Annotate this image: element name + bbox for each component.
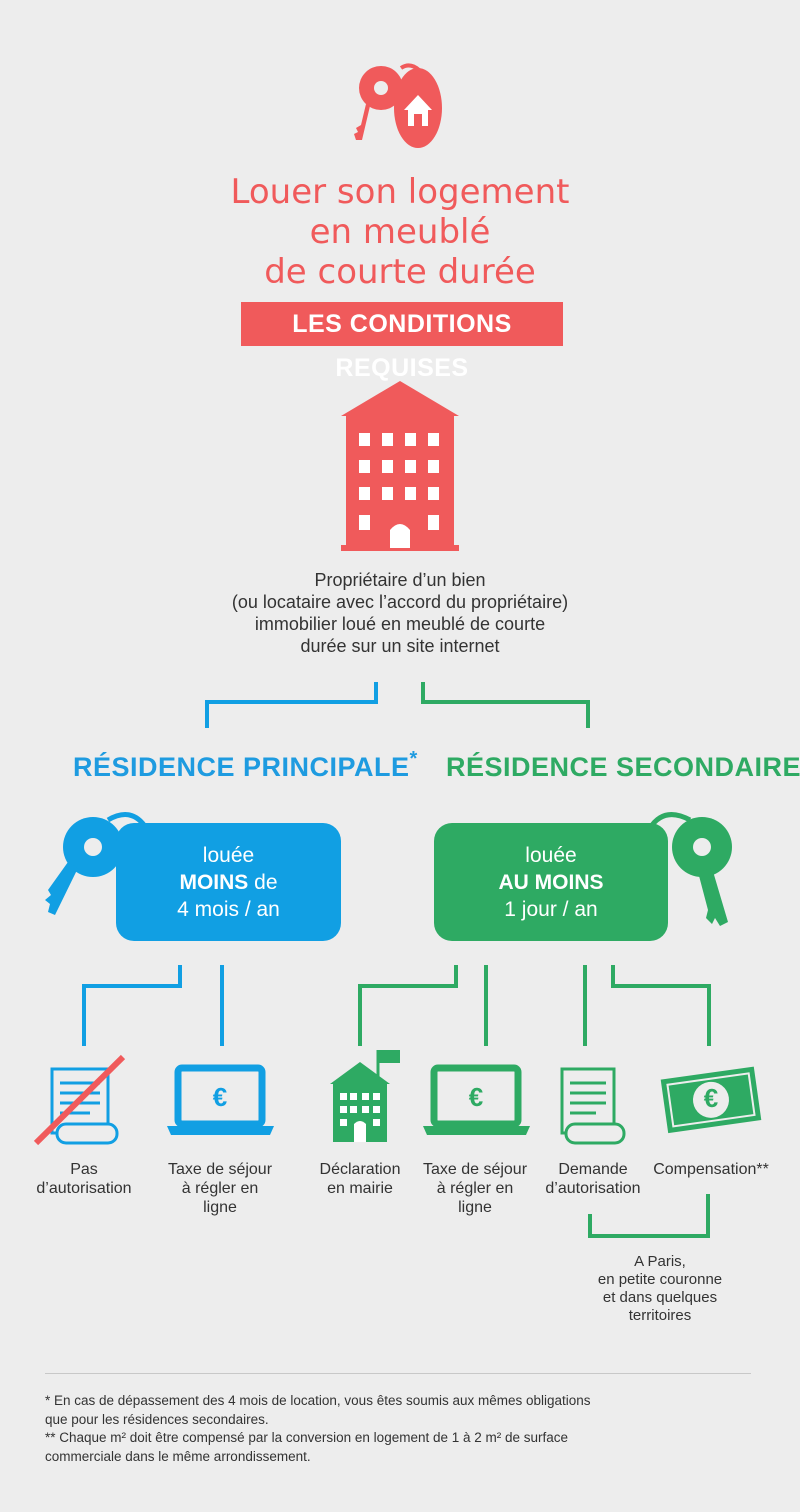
- heading-residence-principale: RÉSIDENCE PRINCIPALE*: [73, 748, 418, 783]
- owner-description: Propriétaire d’un bien (ou locataire ave…: [150, 569, 650, 657]
- crossed-document-icon: [33, 1054, 126, 1146]
- connector-compensation: [611, 965, 711, 1046]
- connector-declaration: [358, 965, 458, 1046]
- pill-secondaire-line-1: louée: [525, 843, 577, 867]
- label-compensation-line-1: Compensation**: [653, 1161, 769, 1178]
- green-laptop-icon: [423, 1064, 530, 1135]
- euro-symbol-secondaire: €: [468, 1082, 484, 1112]
- connector-pas-autorisation: [82, 965, 182, 1046]
- footnotes: * En cas de dépassement des 4 mois de lo…: [45, 1392, 755, 1466]
- green-key-icon: [646, 812, 732, 926]
- label-taxe-secondaire-line-1: Taxe de séjour: [422, 1161, 528, 1178]
- euro-symbol-banknote: €: [703, 1083, 719, 1113]
- connector-principal: [205, 682, 378, 728]
- pill-secondaire-bold: AU MOINS: [498, 870, 604, 894]
- label-demande-line-1: Demande: [558, 1161, 628, 1178]
- label-taxe-secondaire: Taxe de séjour à régler en ligne: [410, 1160, 540, 1217]
- document-request-icon: [560, 1067, 626, 1145]
- subtitle-banner: LES CONDITIONS REQUISES: [241, 302, 563, 382]
- footnote-divider: [45, 1373, 751, 1374]
- paris-note-line-1: A Paris,: [634, 1253, 686, 1270]
- banknote-icon: [660, 1066, 762, 1134]
- connector-secondaire: [421, 682, 590, 728]
- town-hall-icon: [330, 1050, 400, 1142]
- euro-symbol-principal: €: [212, 1082, 228, 1112]
- pill-secondaire-line-2: AU MOINS: [434, 869, 668, 896]
- label-pas-autorisation-line-1: Pas: [70, 1161, 98, 1178]
- blue-laptop-icon: [167, 1064, 274, 1135]
- apartment-building-icon: [341, 381, 459, 551]
- heading-principale-text: RÉSIDENCE PRINCIPALE: [73, 752, 410, 782]
- label-declaration-line-1: Déclaration: [319, 1161, 401, 1178]
- heading-residence-secondaire: RÉSIDENCE SECONDAIRE: [446, 752, 800, 782]
- footnote-1-line-1: * En cas de dépassement des 4 mois de lo…: [45, 1393, 591, 1408]
- paris-note-line-4: territoires: [628, 1307, 692, 1324]
- footnote-1-line-2: que pour les résidences secondaires.: [45, 1411, 269, 1427]
- paris-note-line-2: en petite couronne: [597, 1271, 723, 1288]
- owner-line-2: (ou locataire avec l’accord du propriéta…: [231, 592, 569, 612]
- label-demande-autorisation: Demande d’autorisation: [532, 1160, 654, 1198]
- pill-principale-bold: MOINS: [179, 870, 249, 894]
- label-taxe-principal-line-1: Taxe de séjour: [167, 1161, 273, 1178]
- owner-line-1: Propriétaire d’un bien: [314, 570, 486, 590]
- label-taxe-secondaire-line-2: à régler en: [436, 1180, 514, 1197]
- label-pas-autorisation-line-2: d’autorisation: [36, 1180, 132, 1197]
- title-line-3: de courte durée: [264, 252, 536, 292]
- pill-principale-line-2: MOINS de: [116, 869, 341, 896]
- pill-secondaire-line-3: 1 jour / an: [504, 897, 598, 921]
- label-taxe-principal-line-3: ligne: [203, 1199, 237, 1216]
- paris-note-line-3: et dans quelques: [602, 1289, 718, 1306]
- pill-principale-line-3: 4 mois / an: [177, 897, 280, 921]
- label-demande-line-2: d’autorisation: [545, 1180, 641, 1197]
- paris-note: A Paris, en petite couronne et dans quel…: [560, 1253, 760, 1325]
- connector-paris: [588, 1194, 710, 1238]
- label-taxe-principal-line-2: à régler en: [181, 1180, 259, 1197]
- title-line-1: Louer son logement: [230, 172, 570, 212]
- keys-house-icon: [354, 63, 442, 148]
- footnote-2-line-2: commerciale dans le même arrondissement.: [45, 1448, 311, 1464]
- pill-principale-rest: de: [248, 870, 278, 894]
- label-taxe-secondaire-line-3: ligne: [458, 1199, 492, 1216]
- label-declaration-mairie: Déclaration en mairie: [300, 1160, 420, 1198]
- pill-secondaire: louée AU MOINS 1 jour / an: [434, 823, 668, 941]
- label-taxe-principal: Taxe de séjour à régler en ligne: [155, 1160, 285, 1217]
- pill-principale-line-1: louée: [202, 843, 255, 867]
- label-compensation: Compensation**: [646, 1160, 776, 1179]
- owner-line-4: durée sur un site internet: [300, 636, 500, 656]
- owner-line-3: immobilier loué en meublé de courte: [254, 614, 546, 634]
- label-declaration-line-2: en mairie: [327, 1180, 393, 1197]
- page-title: Louer son logement en meublé de courte d…: [0, 172, 800, 292]
- title-line-2: en meublé: [309, 212, 491, 252]
- pill-principale: louée MOINS de 4 mois / an: [116, 823, 341, 941]
- heading-principale-footnote-mark: *: [409, 748, 418, 770]
- label-pas-autorisation: Pas d’autorisation: [20, 1160, 148, 1198]
- footnote-2-line-1: ** Chaque m² doit être compensé par la c…: [45, 1430, 569, 1445]
